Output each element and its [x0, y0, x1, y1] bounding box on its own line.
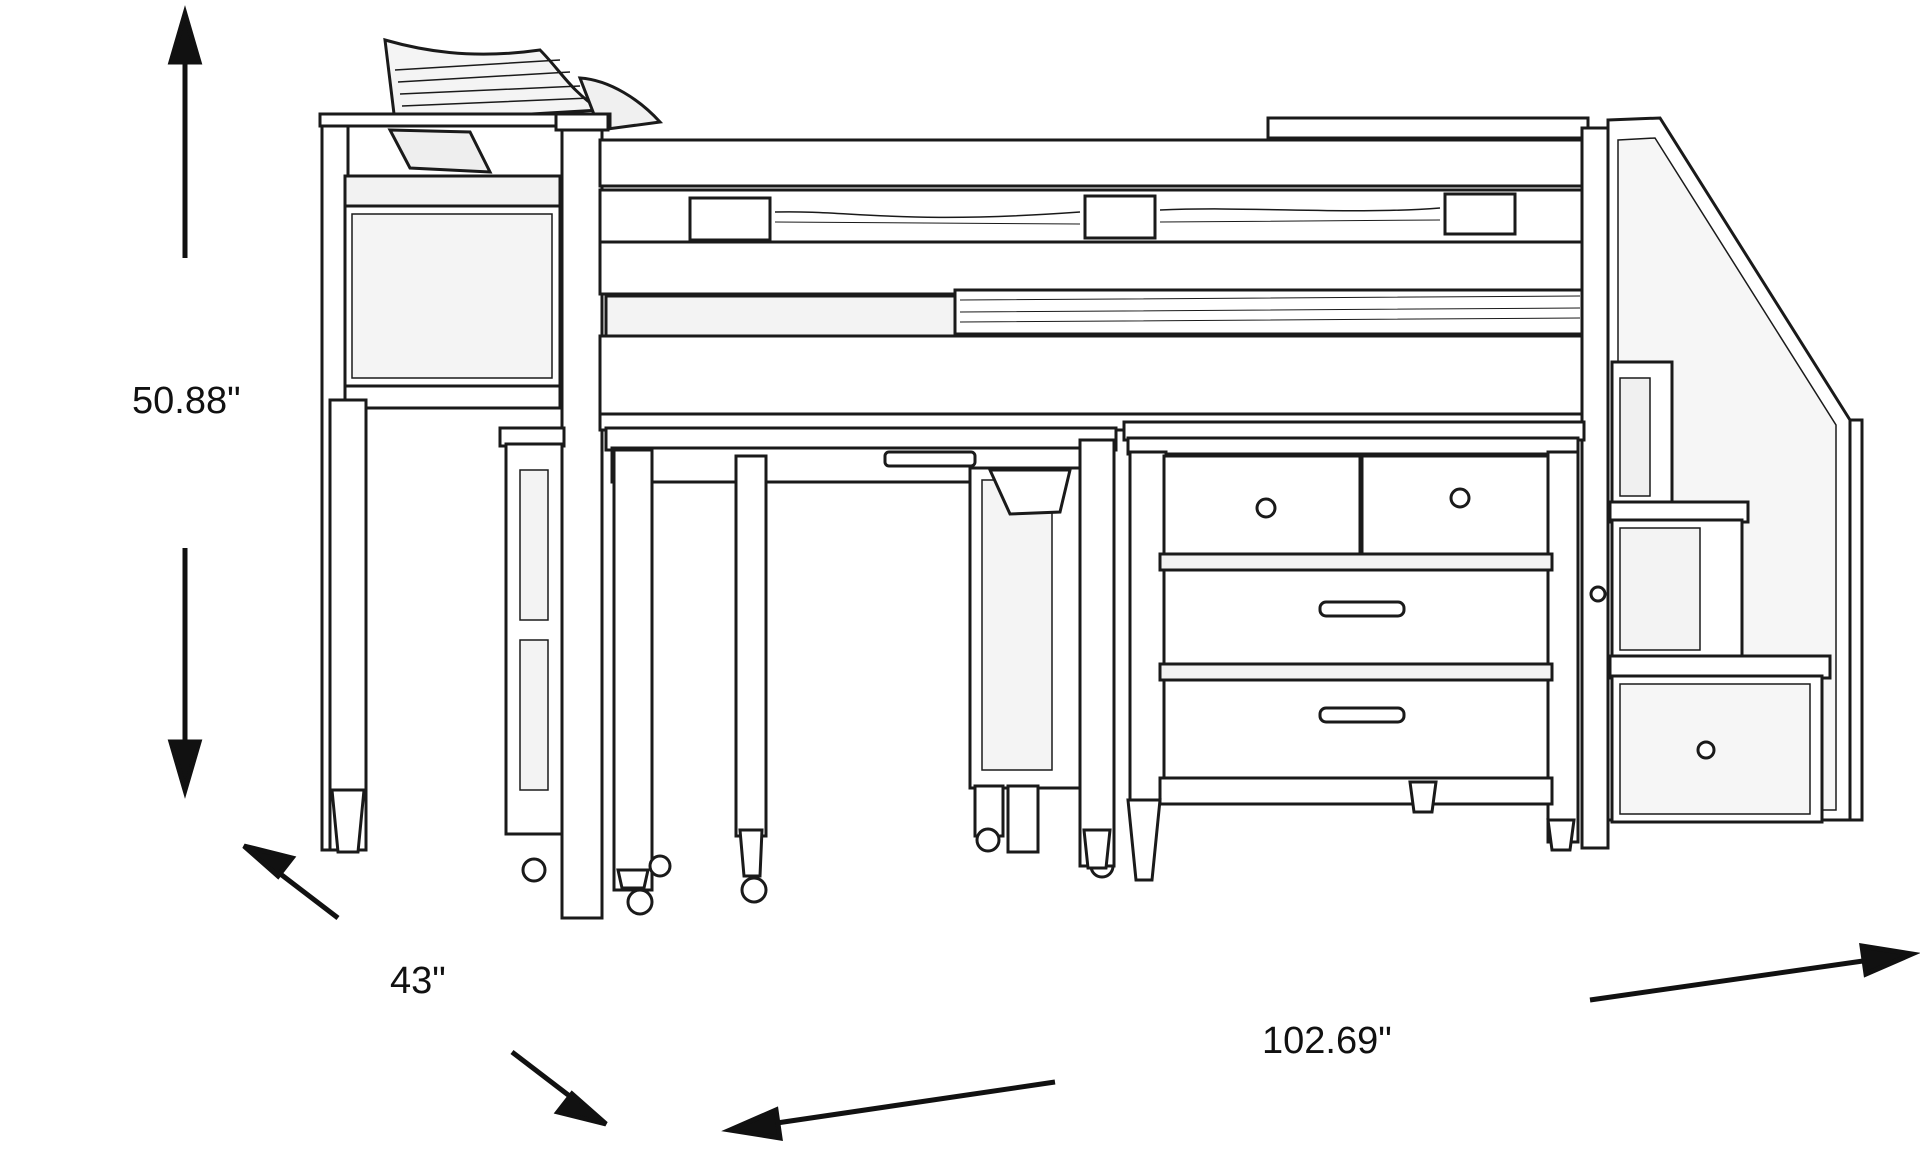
height-arrow: [167, 5, 203, 799]
loft-bed: [318, 37, 1864, 920]
height-label: 50.88": [132, 380, 241, 422]
width-arrow: [721, 942, 1920, 1142]
width-label: 102.69": [1262, 1020, 1392, 1062]
pillows: [383, 37, 664, 174]
depth-arrow: [242, 843, 608, 1127]
depth-label: 43": [390, 960, 446, 1002]
